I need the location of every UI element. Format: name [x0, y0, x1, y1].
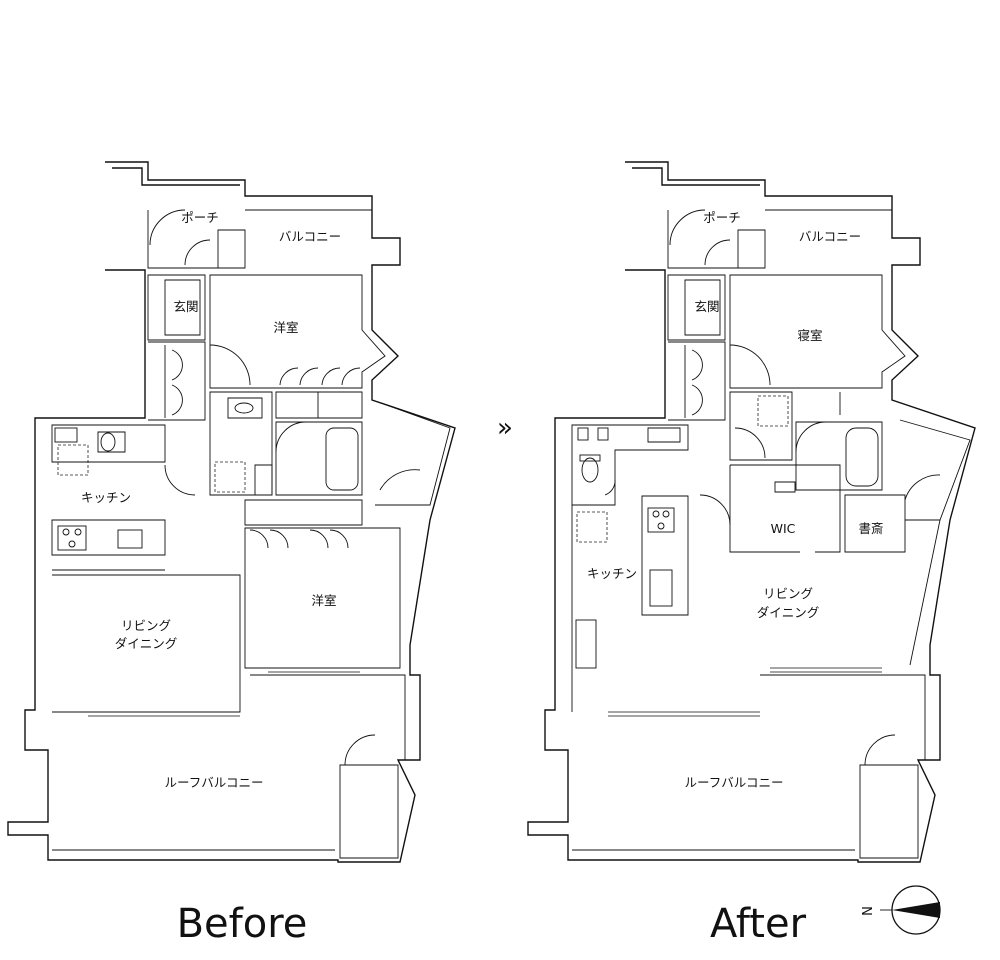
before-entrance-label: 玄関 [173, 299, 198, 314]
compass-icon [880, 885, 941, 935]
after-bedroom-label: 寝室 [797, 328, 822, 343]
before-western-room-top-label: 洋室 [273, 320, 298, 335]
after-roof-balcony-label: ルーフバルコニー [684, 775, 783, 790]
after-entrance-label: 玄関 [694, 299, 719, 314]
after-porch-label: ポーチ [703, 210, 741, 225]
after-study-label: 書斎 [858, 521, 883, 536]
transition-arrow-icon: » [497, 413, 513, 443]
after-wic-label: WIC [771, 521, 796, 536]
compass-north-label: N [861, 906, 876, 916]
after-kitchen-label: キッチン [587, 566, 637, 581]
before-roof-balcony-label: ルーフバルコニー [164, 775, 263, 790]
before-western-room-bottom-label: 洋室 [311, 593, 336, 608]
after-balcony-label: バルコニー [799, 229, 861, 244]
before-porch-label: ポーチ [181, 210, 219, 225]
after-caption: After [710, 901, 807, 947]
before-floor-plan [7, 161, 456, 863]
before-living-label-line1: リビング [121, 618, 171, 633]
after-living-label-line1: リビング [763, 586, 813, 601]
before-living-label-line2: ダイニング [115, 636, 178, 651]
before-balcony-label: バルコニー [279, 229, 341, 244]
before-caption: Before [177, 901, 308, 947]
after-living-label-line2: ダイニング [757, 605, 820, 620]
after-floor-plan [527, 161, 976, 863]
before-kitchen-label: キッチン [81, 490, 131, 505]
